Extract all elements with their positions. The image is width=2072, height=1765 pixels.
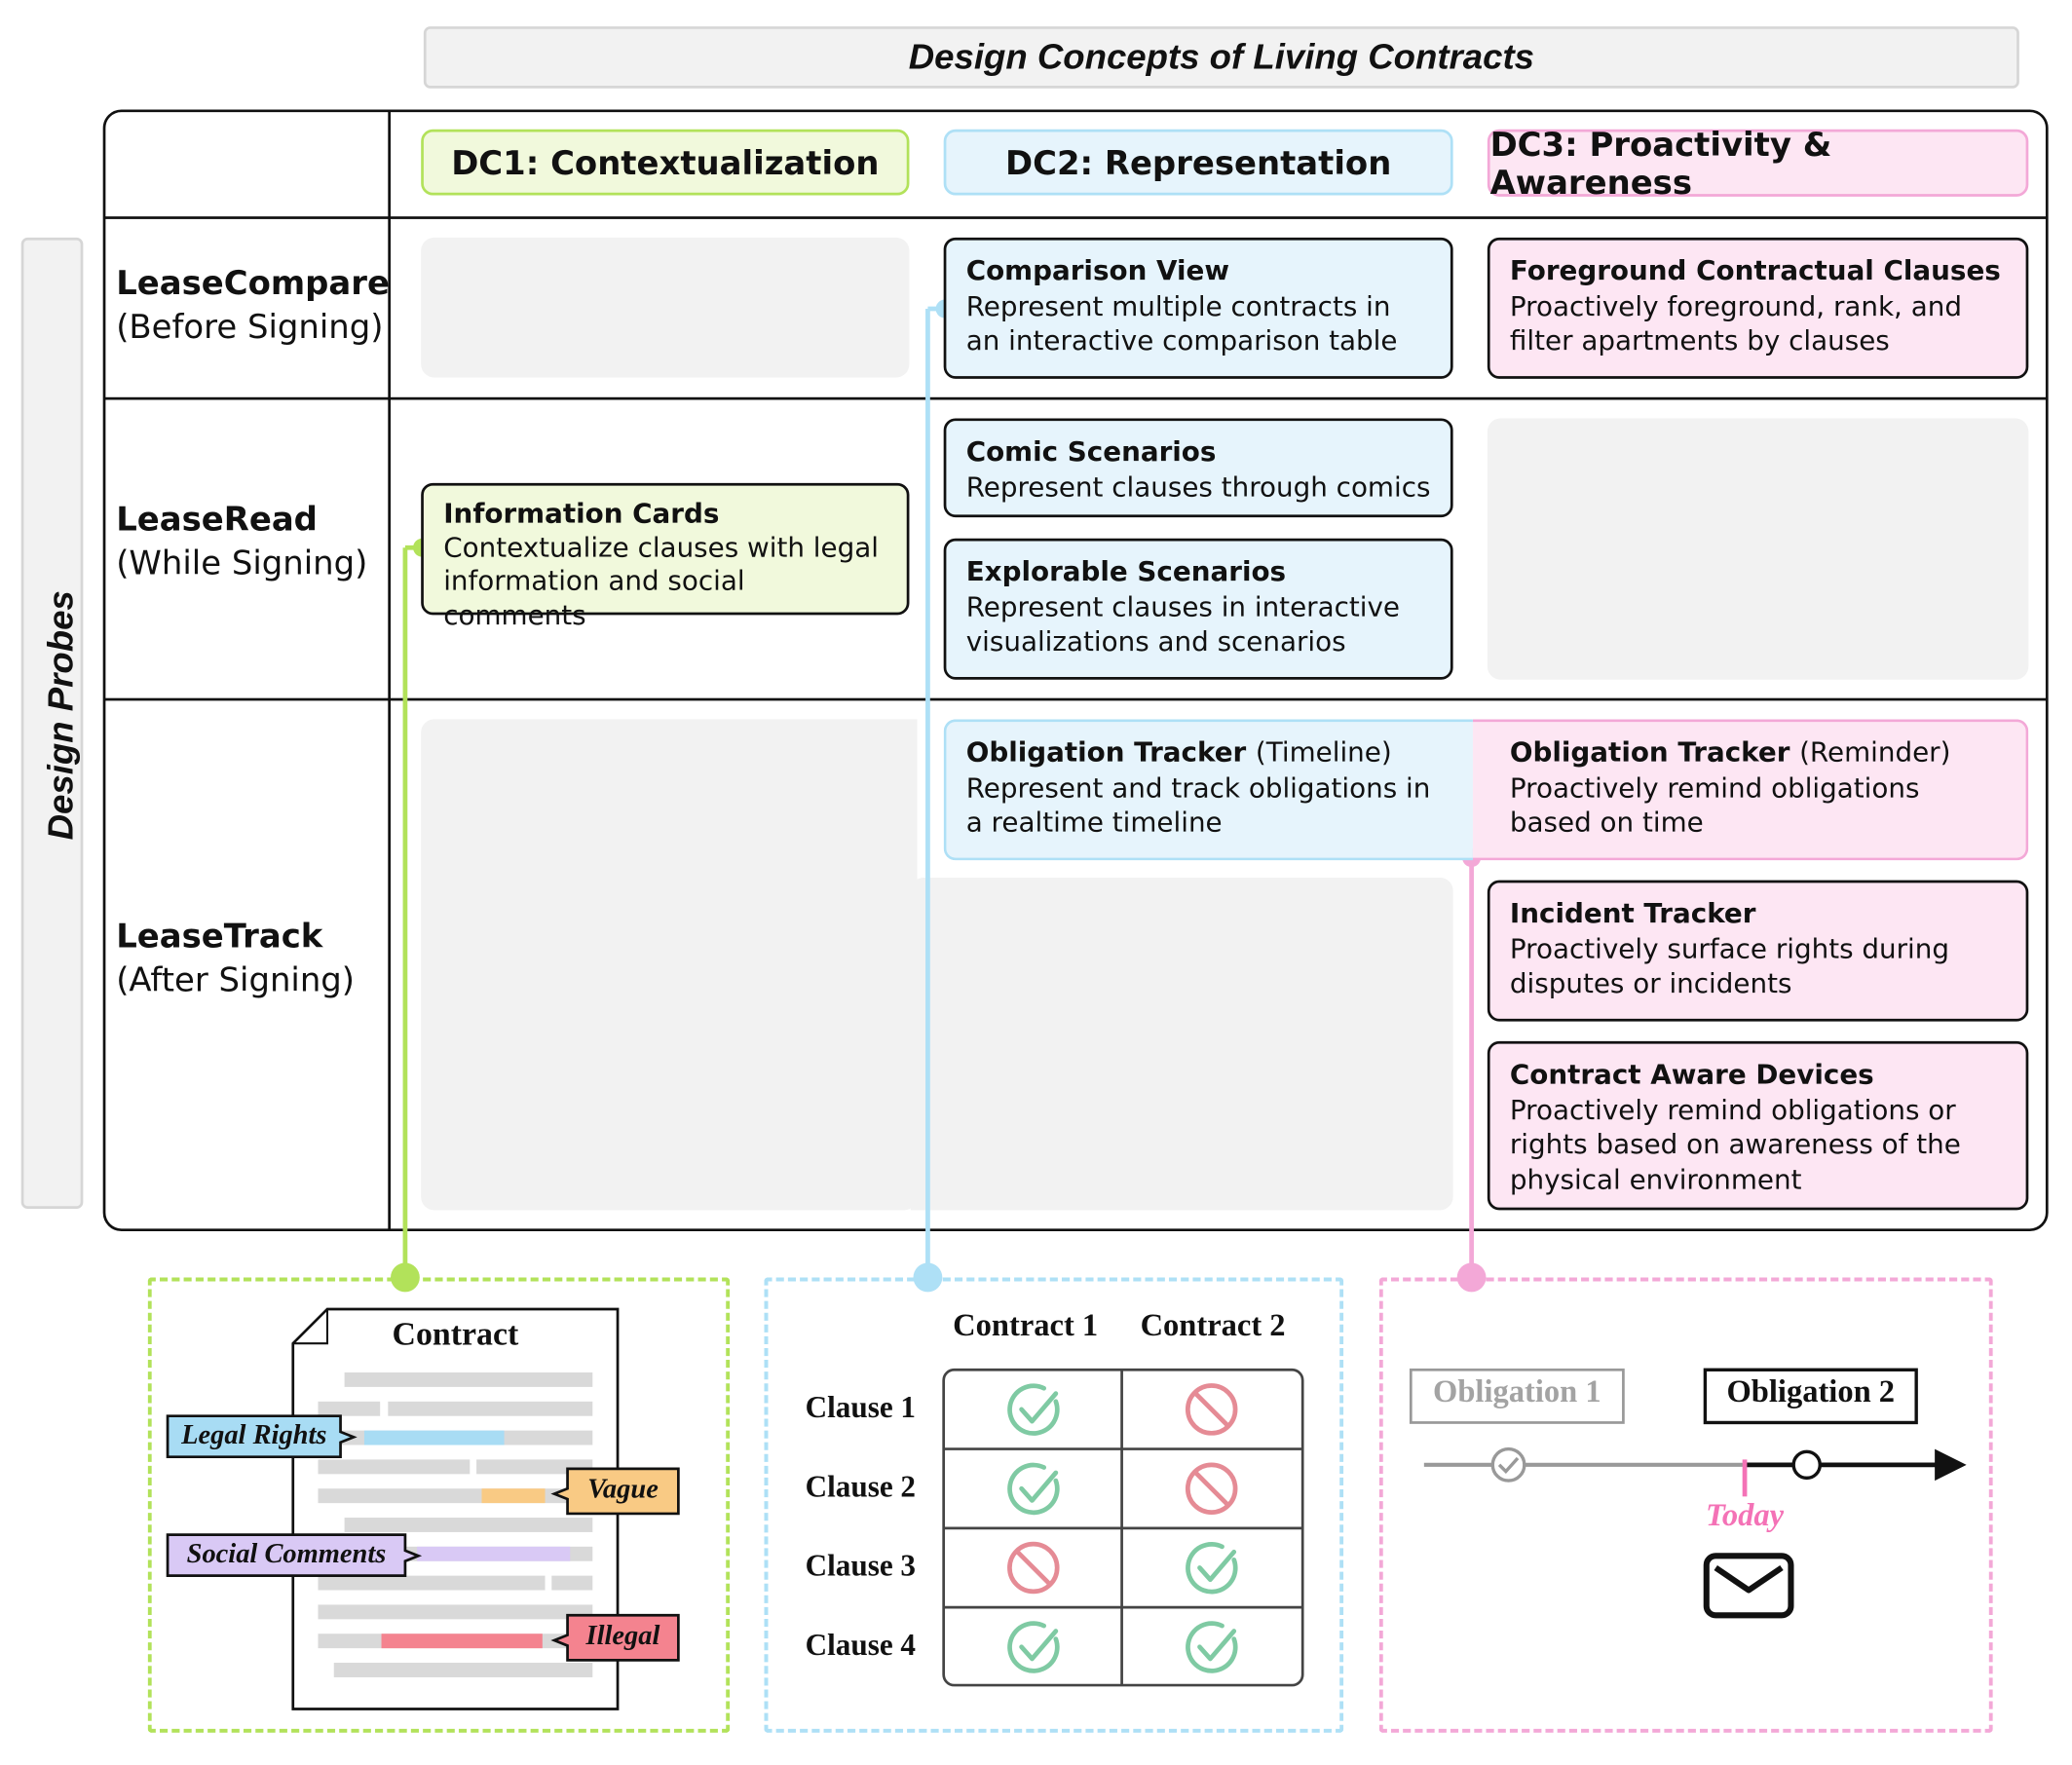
empty-cell	[910, 877, 1453, 1211]
column-header-dc3: DC3: Proactivity & Awareness	[1487, 125, 2029, 202]
comparison-row-label: Clause 3	[805, 1549, 917, 1583]
timeline-arrow-icon	[1935, 1448, 1967, 1482]
comparison-row-label: Clause 1	[805, 1390, 917, 1424]
design-probes-bar	[20, 237, 84, 1209]
card-tracker-reminder: Obligation Tracker (Reminder) Proactivel…	[1509, 735, 1951, 839]
contract-doc-title: Contract	[392, 1317, 519, 1353]
card-aware-devices: Contract Aware Devices Proactively remin…	[1487, 1040, 2029, 1211]
completed-check-icon	[1490, 1446, 1526, 1483]
tag-vague: Vague	[587, 1472, 659, 1505]
table-divider-row2	[104, 697, 2048, 701]
row-header-leasetrack: LeaseTrack (After Signing)	[116, 915, 355, 1001]
row-phase: (After Signing)	[116, 960, 356, 999]
panel-timeline-example	[1378, 1277, 1993, 1733]
tag-social-comments: Social Comments	[186, 1537, 387, 1569]
empty-cell	[1487, 418, 2029, 680]
table-divider-row1	[104, 396, 2048, 400]
card-comic-scenarios: Comic Scenarios Represent clauses throug…	[943, 418, 1453, 518]
check-icon	[1186, 1621, 1238, 1673]
empty-cell	[421, 719, 918, 1211]
comparison-col-header: Contract 2	[1140, 1308, 1286, 1344]
comparison-col-header: Contract 1	[953, 1308, 1099, 1344]
card-comparison-view: Comparison View Represent multiple contr…	[943, 237, 1453, 379]
table-divider-header	[104, 216, 2048, 219]
row-phase: (While Signing)	[116, 544, 368, 582]
check-icon	[1007, 1621, 1060, 1673]
diagram-title: Design Concepts of Living Contracts	[423, 26, 2019, 89]
obligation-next-label: Obligation 2	[1726, 1374, 1896, 1409]
check-icon	[1007, 1383, 1060, 1436]
today-label: Today	[1705, 1499, 1785, 1534]
upcoming-node	[1791, 1449, 1822, 1481]
obligation-next-box	[1703, 1368, 1918, 1425]
table-divider-vertical	[388, 110, 392, 1230]
card-foreground-clauses: Foreground Contractual Clauses Proactive…	[1487, 237, 2029, 379]
check-icon	[1007, 1462, 1060, 1516]
prohibited-icon	[1185, 1383, 1238, 1436]
card-information-cards: Information Cards Contextualize clauses …	[421, 482, 910, 630]
obligation-tracker-block	[943, 719, 2029, 861]
concept-table	[102, 109, 2049, 1232]
row-header-leaseread: LeaseRead (While Signing)	[116, 498, 367, 584]
row-name: LeaseRead	[116, 500, 318, 539]
prohibited-icon	[1007, 1541, 1060, 1595]
row-name: LeaseCompare	[116, 263, 390, 303]
row-name: LeaseTrack	[116, 917, 323, 956]
prohibited-icon	[1185, 1462, 1238, 1515]
row-header-leasecompare: LeaseCompare (Before Signing)	[116, 261, 390, 348]
row-phase: (Before Signing)	[116, 307, 384, 346]
card-explorable-scenarios: Explorable Scenarios Represent clauses i…	[943, 538, 1453, 680]
tag-legal-rights: Legal Rights	[181, 1418, 327, 1450]
obligation-past-label: Obligation 1	[1433, 1374, 1601, 1409]
tag-illegal: Illegal	[585, 1619, 660, 1651]
column-header-dc1: DC1: Contextualization	[421, 129, 910, 196]
empty-cell	[421, 237, 910, 378]
mail-icon	[1703, 1553, 1794, 1619]
column-header-dc2: DC2: Representation	[943, 129, 1453, 196]
panel-contract-example	[147, 1277, 731, 1733]
comparison-row-label: Clause 4	[805, 1628, 917, 1662]
panel-comparison-example	[764, 1277, 1344, 1733]
comparison-row-label: Clause 2	[805, 1470, 917, 1504]
check-icon	[1186, 1542, 1238, 1595]
card-tracker-timeline: Obligation Tracker (Timeline) Represent …	[965, 735, 1431, 839]
obligation-past-box	[1409, 1368, 1625, 1424]
card-incident-tracker: Incident Tracker Proactively surface rig…	[1487, 880, 2029, 1022]
